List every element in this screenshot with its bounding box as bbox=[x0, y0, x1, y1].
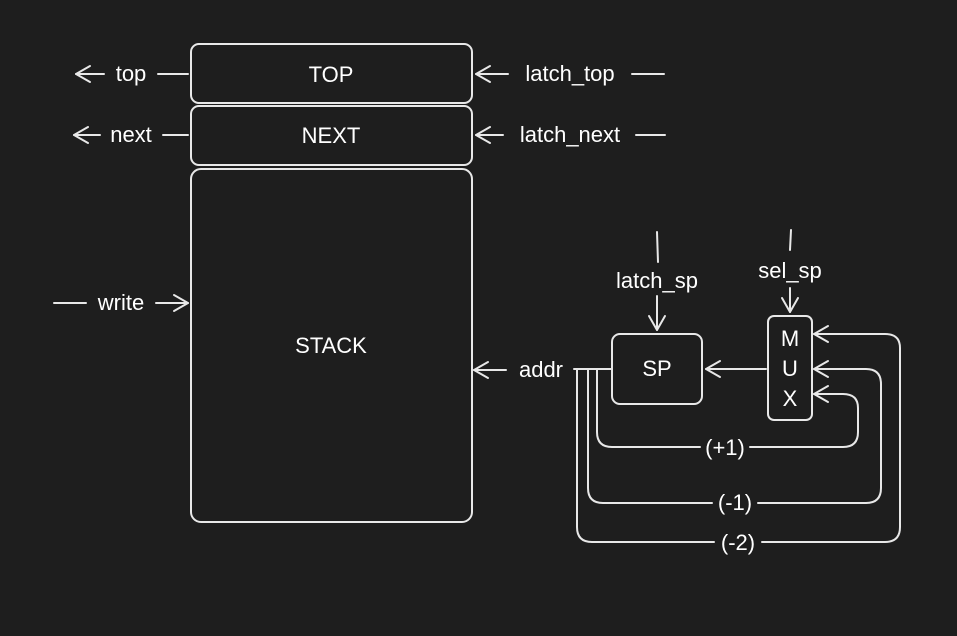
next-register-box bbox=[190, 105, 473, 166]
sel-sp-arrow bbox=[781, 229, 799, 313]
latch-top-label: latch_top bbox=[525, 61, 614, 86]
next-box-label: NEXT bbox=[302, 123, 361, 148]
next-output-label: next bbox=[110, 122, 152, 147]
latch-sp-label: latch_sp bbox=[616, 268, 698, 293]
feedback-minus-one-label: (-1) bbox=[718, 490, 752, 515]
top-register-box bbox=[190, 43, 473, 104]
top-box-label: TOP bbox=[309, 62, 354, 87]
top-output-arrow bbox=[75, 65, 189, 83]
stack-memory-box bbox=[190, 168, 473, 523]
sp-box-label: SP bbox=[642, 356, 671, 381]
sel-sp-label: sel_sp bbox=[758, 258, 822, 283]
feedback-plus-one-path bbox=[596, 368, 859, 448]
mux-letter-x: X bbox=[783, 386, 798, 411]
stack-box-label: STACK bbox=[295, 333, 367, 358]
latch-next-label: latch_next bbox=[520, 122, 620, 147]
latch-sp-arrow bbox=[648, 231, 666, 331]
feedback-minus-one-path bbox=[587, 368, 882, 504]
next-output-arrow bbox=[73, 126, 189, 144]
addr-arrow bbox=[473, 361, 507, 379]
addr-label: addr bbox=[519, 357, 563, 382]
top-output-label: top bbox=[116, 61, 147, 86]
write-arrow bbox=[53, 294, 189, 312]
feedback-plus-one-label: (+1) bbox=[705, 435, 745, 460]
mux-box bbox=[767, 315, 813, 421]
feedback-minus-two-label: (-2) bbox=[721, 530, 755, 555]
write-label: write bbox=[97, 290, 144, 315]
latch-next-arrow bbox=[475, 126, 666, 144]
mux-to-sp-arrow bbox=[705, 360, 767, 378]
latch-top-arrow bbox=[475, 65, 665, 83]
feedback-minus-two-path bbox=[576, 333, 901, 543]
mux-letter-u: U bbox=[782, 356, 798, 381]
mux-letter-m: M bbox=[781, 326, 799, 351]
